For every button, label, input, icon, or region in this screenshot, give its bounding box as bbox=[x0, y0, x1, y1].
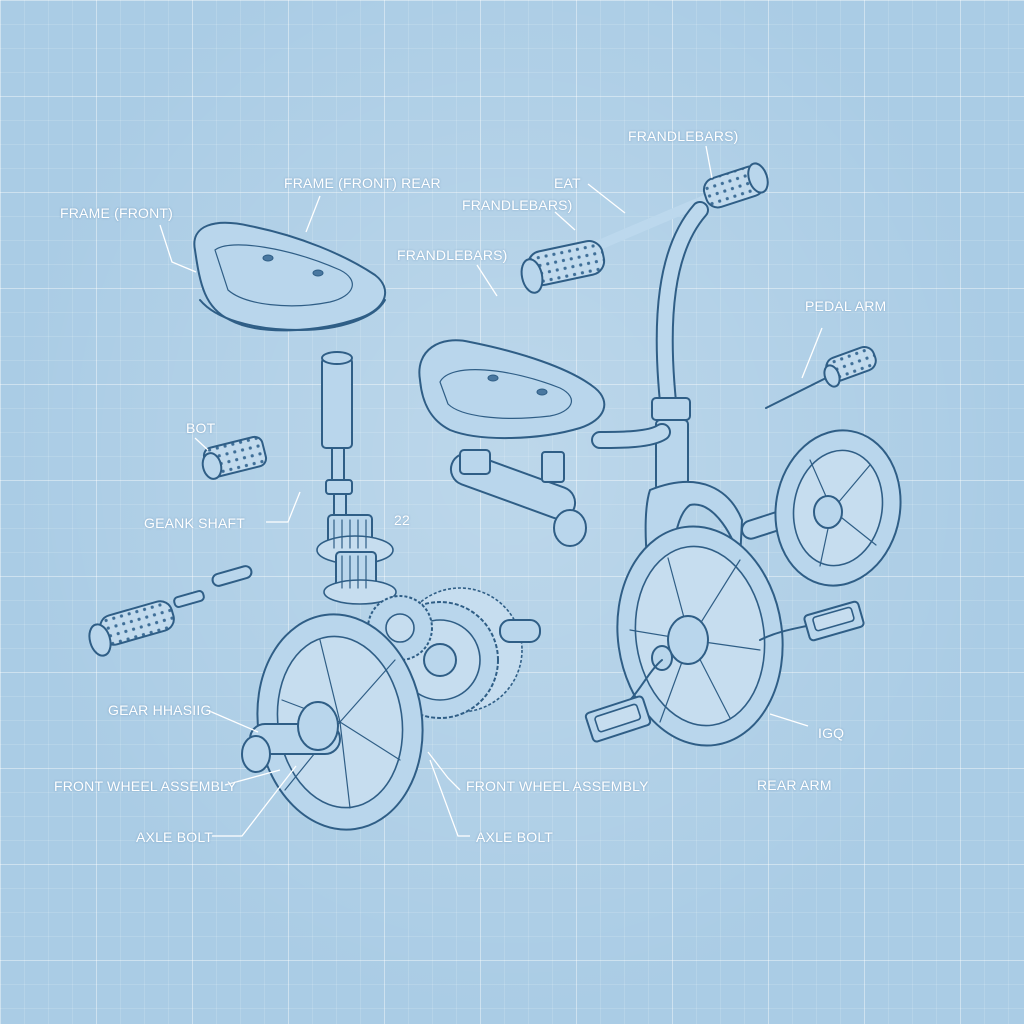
label-num-22: 22 bbox=[394, 512, 410, 528]
label-front-wheel-assembly-left: FRONT WHEEL ASSEMBLY bbox=[54, 778, 237, 794]
front-wheel-exploded bbox=[241, 613, 424, 831]
loose-pedal-arm bbox=[765, 345, 877, 409]
label-frandlebars-low: FRANDLEBARS) bbox=[397, 247, 508, 263]
label-frame-front-rear: FRAME (FRONT) REAR bbox=[284, 175, 441, 191]
label-frame-front: FRAME (FRONT) bbox=[60, 205, 174, 221]
seat-post bbox=[321, 351, 353, 517]
label-axle-bolt-left: AXLE BOLT bbox=[136, 829, 214, 845]
loose-seat bbox=[193, 221, 386, 332]
leader-lines bbox=[159, 145, 823, 837]
label-bot: BOT bbox=[186, 420, 216, 436]
label-eat: EAT bbox=[554, 175, 581, 191]
label-rear-arm: REAR ARM bbox=[757, 777, 832, 793]
bolt-piece bbox=[201, 435, 268, 480]
assembled-tricycle bbox=[418, 162, 902, 747]
label-front-wheel-assembly-center: FRONT WHEEL ASSEMBLY bbox=[466, 778, 649, 794]
label-axle-bolt-center: AXLE BOLT bbox=[476, 829, 554, 845]
label-geank-shaft: GEANK SHAFT bbox=[144, 515, 245, 531]
crank-gear-stack bbox=[316, 514, 397, 605]
label-frandlebars-mid: FRANDLEBARS) bbox=[462, 197, 573, 213]
label-frandlebars-top: FRANDLEBARS) bbox=[628, 128, 739, 144]
label-pedal-arm: PEDAL ARM bbox=[805, 298, 887, 314]
loose-grip-left bbox=[88, 565, 253, 657]
label-gear-hhasiig: GEAR HHASIIG bbox=[108, 702, 212, 718]
label-igq: IGQ bbox=[818, 725, 845, 741]
